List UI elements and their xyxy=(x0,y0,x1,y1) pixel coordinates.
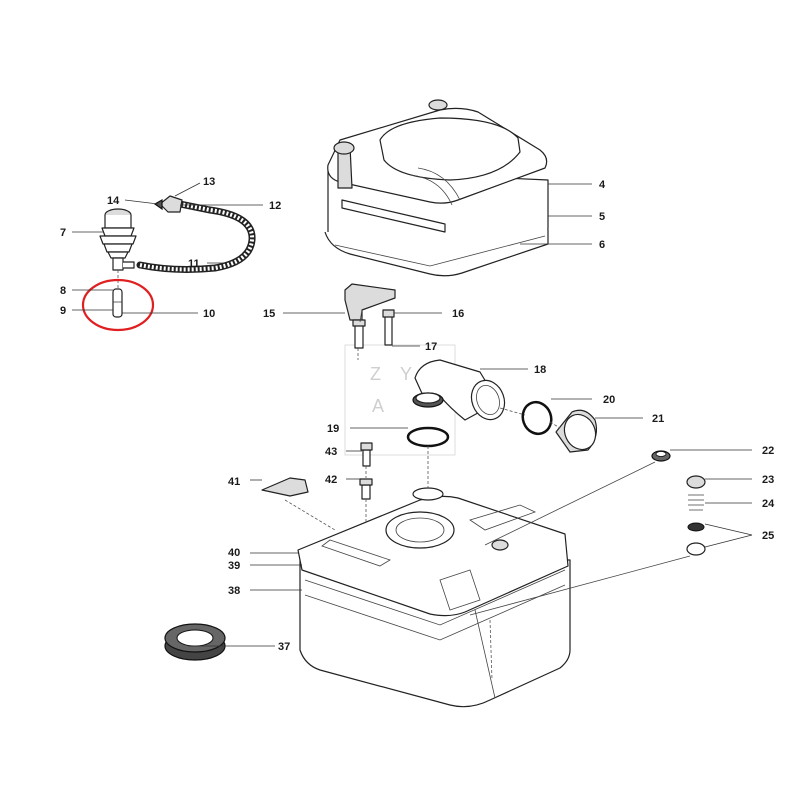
label-23: 23 xyxy=(762,474,774,486)
assembly-axes xyxy=(117,270,561,531)
drain-elbow xyxy=(412,359,506,421)
leader-lines xyxy=(72,182,753,647)
label-10: 10 xyxy=(203,308,215,320)
label-15: 15 xyxy=(263,308,275,320)
label-41: 41 xyxy=(228,476,240,488)
label-38: 38 xyxy=(228,585,240,597)
bellows-pump xyxy=(99,208,137,271)
label-19: 19 xyxy=(327,423,339,435)
label-17: 17 xyxy=(425,341,437,353)
label-7: 7 xyxy=(60,227,66,239)
label-22: 22 xyxy=(762,445,774,457)
label-8: 8 xyxy=(60,285,66,297)
label-42: 42 xyxy=(325,474,337,486)
label-11: 11 xyxy=(188,258,200,270)
label-9: 9 xyxy=(60,305,66,317)
label-6: 6 xyxy=(599,239,605,251)
seal-ring-37 xyxy=(164,623,226,661)
valve-bracket xyxy=(344,283,396,349)
highlight-circle xyxy=(81,278,155,332)
watermark-letter-3: A xyxy=(372,396,384,416)
label-39: 39 xyxy=(228,560,240,572)
label-43: 43 xyxy=(325,446,337,458)
watermark-letter-2: Y xyxy=(400,364,412,384)
o-ring-19 xyxy=(406,426,450,448)
label-21: 21 xyxy=(652,413,664,425)
o-ring-20 xyxy=(521,400,553,436)
flex-hose xyxy=(136,200,256,273)
label-12: 12 xyxy=(269,200,281,212)
slide-cover-41 xyxy=(261,477,309,497)
watermark-letter-1: Z xyxy=(370,364,381,384)
label-37: 37 xyxy=(278,641,290,653)
part-number-labels: 4 5 6 7 8 9 10 11 12 13 14 15 16 17 18 1… xyxy=(60,176,775,653)
label-18: 18 xyxy=(534,364,546,376)
small-valve-parts xyxy=(469,450,706,616)
label-14: 14 xyxy=(107,195,120,207)
upper-tank xyxy=(324,99,549,277)
pin-part xyxy=(112,288,123,318)
label-20: 20 xyxy=(603,394,615,406)
watermark: Z Y A xyxy=(344,344,456,456)
label-5: 5 xyxy=(599,211,605,223)
hose-nozzle xyxy=(153,195,183,213)
waste-tank xyxy=(297,487,571,708)
label-4: 4 xyxy=(599,179,606,191)
drain-cap-21 xyxy=(555,409,598,453)
label-25: 25 xyxy=(762,530,774,542)
label-13: 13 xyxy=(203,176,215,188)
label-16: 16 xyxy=(452,308,464,320)
label-40: 40 xyxy=(228,547,240,559)
label-24: 24 xyxy=(762,498,775,510)
